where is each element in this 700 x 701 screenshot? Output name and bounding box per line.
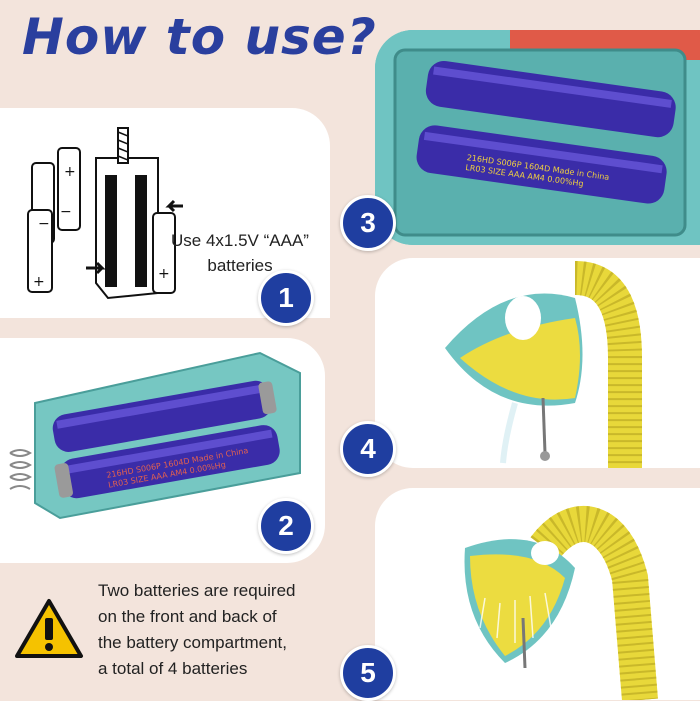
svg-text:+: + [64,164,76,180]
step-number-badge: 1 [258,270,314,326]
battery-insertion-diagram: − + + − + [27,127,183,300]
step-number-badge: 3 [340,195,396,251]
warning-icon [15,599,83,658]
warning-line: a total of 4 batteries [98,659,248,678]
step-1-panel: − + + − + Use 4x1.5V “AAA” batteries [0,108,330,318]
warning-line: Two batteries are required [98,581,296,600]
step-3-panel: 216HD S006P 1604D Made in China LR03 SIZ… [375,30,700,245]
battery-requirement-caption: Use 4x1.5V “AAA” batteries [160,228,320,278]
shower-spray-photo [464,506,658,700]
caption-line-2: batteries [207,256,273,275]
step-4-panel [375,258,700,468]
battery-compartment-photo: 216HD S006P 1604D Made in China LR03 SIZ… [375,30,700,245]
step-number-badge: 2 [258,498,314,554]
step-5-panel [375,488,700,700]
warning-line: on the front and back of [98,607,277,626]
caption-line-1: Use 4x1.5V “AAA” [171,231,309,250]
warning-text: Two batteries are required on the front … [98,578,358,682]
shower-head-photo [445,261,642,468]
svg-text:+: + [33,274,45,290]
step-2-panel: 216HD S006P 1604D Made in China LR03 SIZ… [0,338,325,563]
step-number-badge: 4 [340,421,396,477]
svg-text:−: − [60,204,72,220]
svg-text:+: + [158,266,170,282]
warning-line: the battery compartment, [98,633,287,652]
page-title: How to use? [22,8,377,66]
battery-holder-photo: 216HD S006P 1604D Made in China LR03 SIZ… [9,351,301,520]
svg-text:−: − [38,216,50,232]
step-number-badge: 5 [340,645,396,701]
